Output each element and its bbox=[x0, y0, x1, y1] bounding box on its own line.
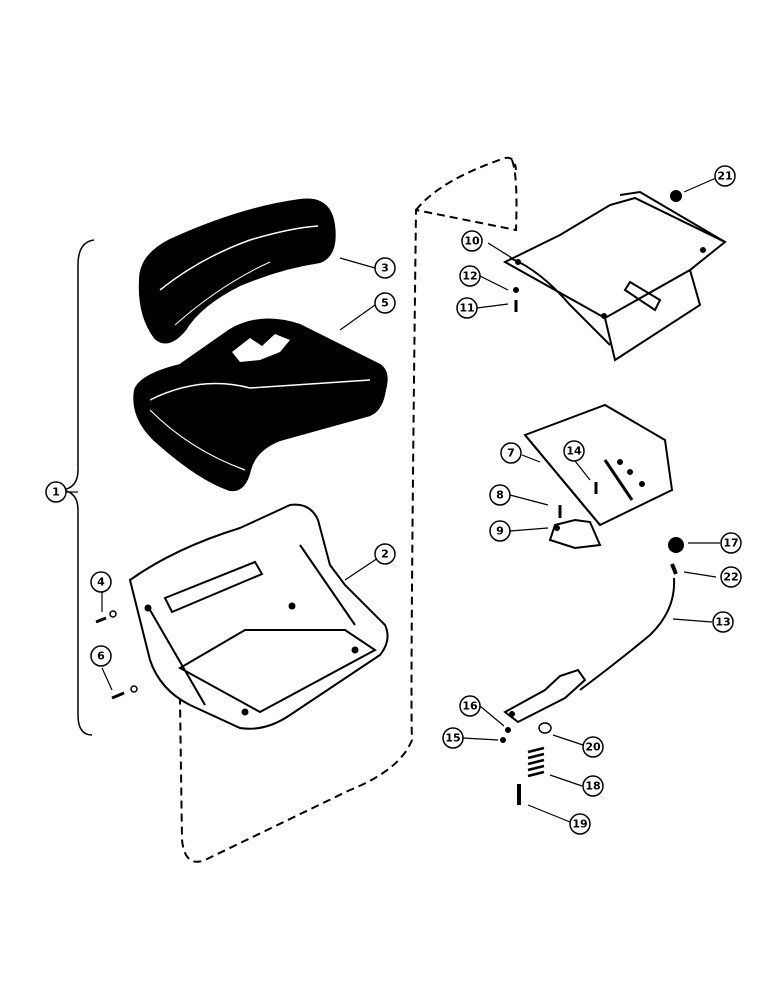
screw-6 bbox=[111, 685, 138, 700]
adjustment-plate bbox=[523, 403, 674, 550]
callout-9: 9 bbox=[489, 520, 511, 542]
callout-15: 15 bbox=[442, 727, 464, 749]
washer-9 bbox=[554, 525, 560, 531]
callout-1: 1 bbox=[45, 481, 67, 503]
svg-text:3: 3 bbox=[381, 262, 389, 275]
callout-7: 7 bbox=[500, 442, 522, 464]
callout-14: 14 bbox=[563, 440, 585, 462]
callout-5: 5 bbox=[374, 292, 396, 314]
callout-16: 16 bbox=[459, 695, 481, 717]
callout-3: 3 bbox=[374, 257, 396, 279]
washer-16 bbox=[505, 727, 511, 733]
callout-10: 10 bbox=[461, 230, 483, 252]
callout-4: 4 bbox=[90, 571, 112, 593]
callout-19: 19 bbox=[569, 813, 591, 835]
callout-18: 18 bbox=[582, 775, 604, 797]
leader-lines bbox=[66, 177, 720, 823]
svg-text:15: 15 bbox=[445, 732, 460, 745]
callout-13: 13 bbox=[712, 611, 734, 633]
svg-text:10: 10 bbox=[464, 235, 480, 248]
callout-17: 17 bbox=[720, 532, 742, 554]
callout-20: 20 bbox=[582, 736, 604, 758]
callout-21: 21 bbox=[714, 165, 736, 187]
svg-text:2: 2 bbox=[381, 548, 389, 561]
nut-15 bbox=[500, 737, 506, 743]
svg-text:6: 6 bbox=[97, 650, 105, 663]
washer-20 bbox=[538, 722, 552, 734]
callout-8: 8 bbox=[489, 484, 511, 506]
spring-18 bbox=[527, 746, 545, 778]
svg-text:14: 14 bbox=[566, 445, 582, 458]
washer-12 bbox=[513, 287, 519, 293]
svg-text:7: 7 bbox=[507, 447, 515, 460]
svg-text:5: 5 bbox=[381, 297, 389, 310]
nut-21 bbox=[670, 190, 682, 202]
callout-12: 12 bbox=[459, 265, 481, 287]
svg-text:4: 4 bbox=[97, 576, 105, 589]
svg-text:8: 8 bbox=[496, 489, 504, 502]
assembly-bracket bbox=[61, 239, 95, 736]
svg-text:11: 11 bbox=[459, 302, 474, 315]
back-cushion bbox=[138, 198, 336, 344]
mounting-bracket bbox=[502, 190, 727, 362]
svg-text:1: 1 bbox=[52, 486, 60, 499]
lever-bracket bbox=[503, 668, 587, 724]
svg-text:12: 12 bbox=[462, 270, 477, 283]
svg-text:19: 19 bbox=[572, 818, 587, 831]
seat-cushion bbox=[133, 318, 388, 492]
callout-11: 11 bbox=[456, 297, 478, 319]
svg-text:17: 17 bbox=[723, 537, 738, 550]
svg-text:9: 9 bbox=[496, 525, 504, 538]
screw-4 bbox=[95, 610, 117, 624]
svg-text:13: 13 bbox=[715, 616, 730, 629]
callout-6: 6 bbox=[90, 645, 112, 667]
svg-text:20: 20 bbox=[585, 741, 601, 754]
seat-pan bbox=[128, 503, 389, 730]
spacer-22 bbox=[670, 563, 678, 575]
svg-text:18: 18 bbox=[585, 780, 600, 793]
dashed-boundary-top bbox=[415, 156, 517, 211]
callout-2: 2 bbox=[374, 543, 396, 565]
svg-text:22: 22 bbox=[723, 571, 738, 584]
rod-13 bbox=[579, 577, 676, 691]
dashed-boundary bbox=[179, 159, 518, 863]
svg-text:21: 21 bbox=[717, 170, 732, 183]
knob-17 bbox=[668, 537, 684, 553]
svg-text:16: 16 bbox=[462, 700, 478, 713]
callout-22: 22 bbox=[720, 566, 742, 588]
